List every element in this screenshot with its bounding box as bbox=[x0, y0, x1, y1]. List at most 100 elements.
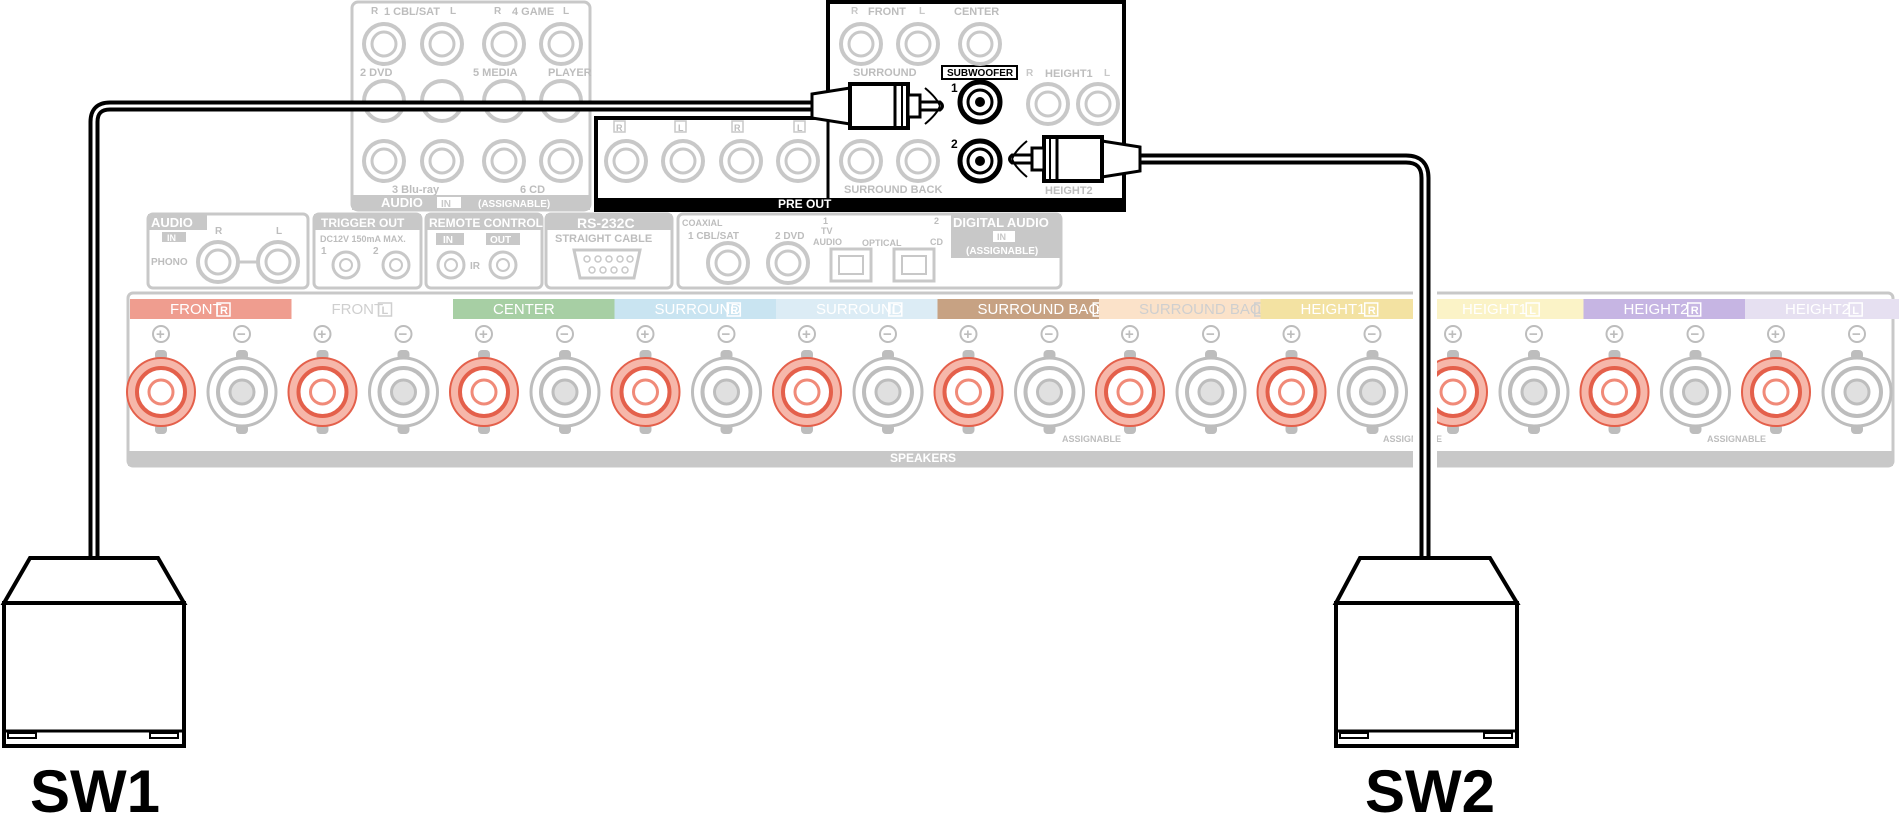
remote-out: OUT bbox=[490, 235, 511, 246]
channel-label: FRONT bbox=[170, 301, 222, 318]
jack bbox=[547, 30, 575, 58]
terminal-core bbox=[1036, 378, 1063, 406]
sign-circle bbox=[1121, 325, 1139, 343]
preout-center-label: CENTER bbox=[954, 6, 999, 18]
sign-label: + bbox=[1610, 326, 1619, 343]
sign-circle bbox=[556, 325, 574, 343]
sign-circle bbox=[1040, 325, 1059, 343]
terminal-core bbox=[1601, 378, 1628, 406]
subwoofer-sw2 bbox=[1332, 556, 1521, 748]
digital-cd-label: CD bbox=[930, 237, 943, 247]
terminal-minus: − bbox=[1175, 325, 1247, 434]
digital-cbl-sat-label: 1 CBL/SAT bbox=[688, 231, 739, 242]
audio-in-in: IN bbox=[167, 233, 176, 243]
terminal-minus: − bbox=[1498, 325, 1570, 434]
terminal-plus: + bbox=[1095, 325, 1165, 434]
sign-circle bbox=[233, 325, 251, 343]
jack bbox=[490, 147, 518, 175]
terminal-minus: − bbox=[1821, 325, 1893, 434]
rs232c-cable: STRAIGHT CABLE bbox=[555, 233, 652, 245]
trigger-1: 1 bbox=[321, 246, 327, 257]
analog-media-label: 5 MEDIA bbox=[473, 67, 518, 79]
preout-height2-label: HEIGHT2 bbox=[1045, 185, 1093, 197]
channel-side-label: R bbox=[220, 305, 228, 317]
preout-r-tag: R bbox=[851, 6, 859, 17]
sign-label: − bbox=[1368, 326, 1377, 343]
digital-audio-small: AUDIO bbox=[813, 237, 842, 247]
preout-l-tag-2: L bbox=[1104, 68, 1110, 79]
channel-band bbox=[1745, 299, 1899, 319]
jack bbox=[428, 147, 456, 175]
terminal-minus: − bbox=[529, 325, 601, 434]
channel-6: SURROUND BACKR bbox=[937, 299, 1110, 319]
sign-label: + bbox=[964, 326, 973, 343]
terminal-plus: + bbox=[772, 325, 842, 434]
preout-surround-label: SURROUND bbox=[853, 67, 917, 79]
analog-l-tag-2: L bbox=[563, 6, 569, 17]
channel-side-label: L bbox=[1852, 305, 1859, 317]
cable-sw2 bbox=[1140, 153, 1431, 560]
terminal-plus: + bbox=[1741, 325, 1811, 434]
digital-tv-label: TV bbox=[821, 226, 833, 236]
sign-label: + bbox=[1448, 326, 1457, 343]
digital-cd-num: 2 bbox=[934, 216, 939, 226]
analog-player-label: PLAYER bbox=[548, 67, 592, 79]
terminal-plus: + bbox=[933, 325, 1004, 434]
optical-label: OPTICAL bbox=[862, 238, 902, 248]
sign-circle bbox=[879, 325, 897, 343]
jack bbox=[904, 30, 932, 58]
terminal-core bbox=[228, 378, 256, 406]
channel-side-box bbox=[377, 302, 393, 317]
channel-side-label: L bbox=[892, 305, 899, 317]
audio-in-phono-panel: AUDIO IN R L PHONO bbox=[146, 212, 310, 290]
jack bbox=[669, 147, 697, 175]
channel-band bbox=[1260, 299, 1422, 319]
channel-band bbox=[1422, 299, 1584, 319]
preout-tag-l: L bbox=[678, 123, 684, 133]
rca-plug-sw2[interactable] bbox=[1008, 135, 1142, 183]
terminal-minus: − bbox=[1660, 325, 1731, 434]
preout-tag-r-2: R bbox=[734, 123, 741, 133]
analog-game-label: 4 GAME bbox=[512, 6, 554, 18]
sign-circle bbox=[1282, 325, 1301, 343]
channel-label: SURROUND BACK bbox=[978, 301, 1110, 318]
channel-band bbox=[453, 299, 615, 319]
analog-bluray-label: 3 Blu-ray bbox=[392, 184, 440, 196]
terminal-core bbox=[1359, 378, 1386, 406]
terminal-core bbox=[1116, 378, 1144, 406]
channel-label: HEIGHT1 bbox=[1462, 301, 1527, 318]
channel-3: CENTER bbox=[453, 299, 615, 319]
preout-lr-tags: R L R L bbox=[613, 120, 806, 133]
optical-2-port bbox=[892, 247, 936, 283]
sign-circle bbox=[636, 325, 655, 343]
sign-circle bbox=[1202, 325, 1220, 343]
sub2-number: 2 bbox=[951, 137, 958, 151]
optical-1-port bbox=[829, 247, 873, 283]
sign-circle bbox=[313, 325, 332, 343]
rca-plug-sw1[interactable] bbox=[810, 82, 944, 130]
audio-in-r: R bbox=[215, 226, 223, 237]
jack bbox=[612, 147, 640, 175]
trigger-out-panel: TRIGGER OUT DC12V 150mA MAX. 1 2 bbox=[312, 212, 423, 290]
terminal-plus: + bbox=[1579, 325, 1650, 434]
sign-label: + bbox=[1771, 326, 1780, 343]
assignable-label-3: ASSIGNABLE bbox=[1707, 434, 1766, 444]
sign-label: + bbox=[318, 326, 327, 343]
analog-r-tag: R bbox=[371, 6, 379, 17]
trigger-2: 2 bbox=[373, 246, 379, 257]
terminal-core bbox=[1843, 378, 1871, 406]
jack bbox=[428, 30, 456, 58]
sign-label: − bbox=[560, 326, 569, 343]
audio-in-l: L bbox=[276, 226, 282, 237]
jack bbox=[727, 147, 755, 175]
sign-label: + bbox=[156, 326, 165, 343]
terminal-core bbox=[1682, 378, 1709, 406]
remote-ir: IR bbox=[470, 261, 481, 272]
jack bbox=[370, 30, 398, 58]
channel-band bbox=[291, 299, 453, 319]
digital-in: IN bbox=[997, 232, 1006, 242]
